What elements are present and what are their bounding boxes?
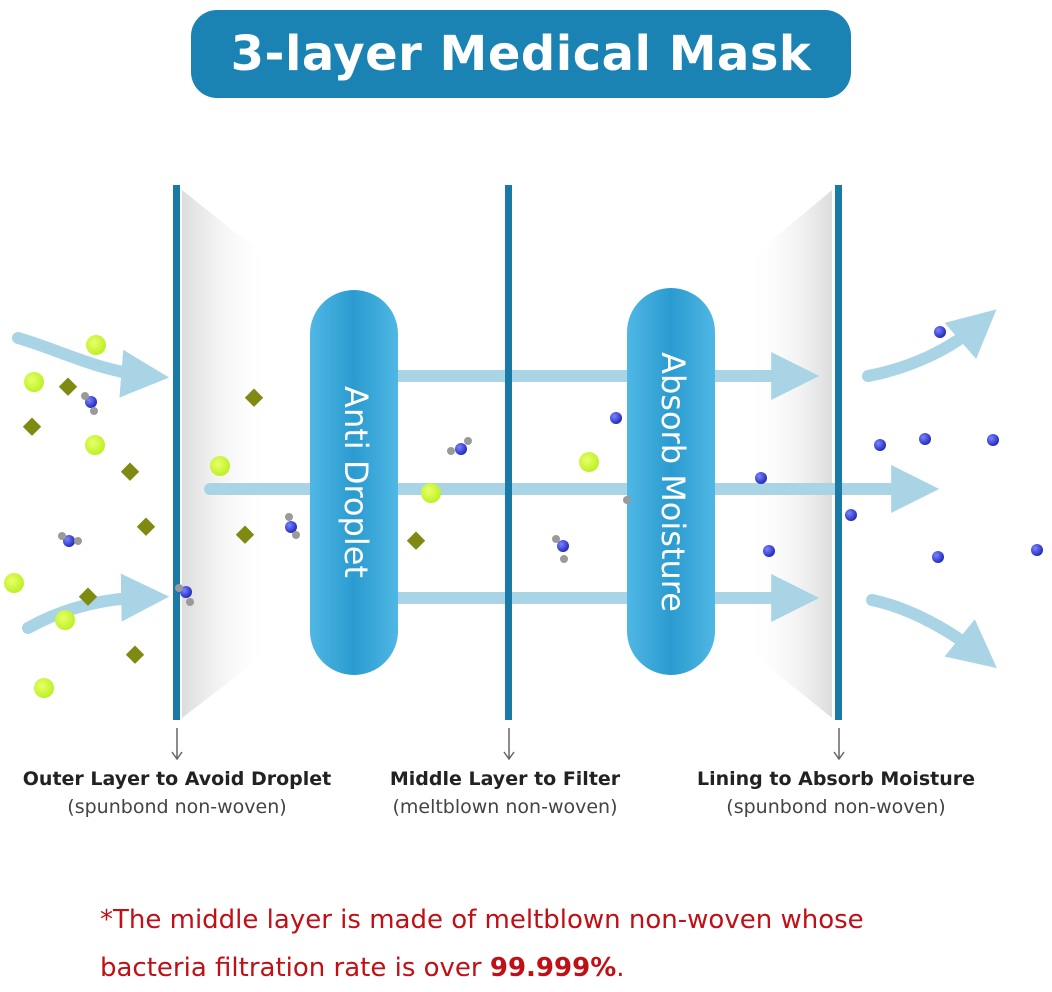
moisture-dot-icon [874,439,886,451]
layer-name: Middle Layer to Filter [389,768,621,790]
moisture-dot-icon [1031,544,1043,556]
droplet-icon [86,335,106,355]
layer-label-middle: Middle Layer to Filter (meltblown non-wo… [364,768,646,818]
outer-layer-shade [182,190,270,718]
particle-icon [120,462,140,481]
water-molecule-icon [58,532,82,547]
middle-layer-line [505,185,512,720]
particle-icon [58,377,78,396]
down-arrow-icon [503,728,515,761]
droplet-icon [34,678,54,698]
airflow-arrow-icon [862,309,997,382]
water-molecule-icon [81,392,98,415]
filtration-rate: 99.999% [489,953,617,983]
droplet-icon [55,610,75,630]
water-molecules [58,392,631,606]
airflow-arrows [12,309,997,669]
down-arrow-icon [171,728,183,761]
pill-absorb-moisture: Absorb Moisture [627,288,715,675]
water-molecule-icon [447,437,472,455]
pill-absorb-moisture-label: Absorb Moisture [654,352,692,612]
particle-icon [623,496,631,504]
inner-layer-shade [748,190,832,718]
page-title: 3-layer Medical Mask [230,26,812,82]
moisture-dot-icon [845,509,857,521]
airflow-arrow-icon [12,332,170,398]
water-molecule-icon [285,513,300,539]
particle-icon [244,388,264,407]
moisture-dot-icon [932,551,944,563]
droplet-icon [4,573,24,593]
droplet-icon [210,456,230,476]
footnote-line-2-prefix: bacteria filtration rate is over [100,953,490,983]
particle-icon [22,417,42,436]
airflow-arrow-icon [866,594,997,669]
particle-icon [136,517,156,536]
title-banner: 3-layer Medical Mask [191,10,851,98]
droplets [4,335,599,698]
footnote: *The middle layer is made of meltblown n… [100,896,1000,992]
layer-material: (spunbond non-woven) [726,796,946,818]
water-molecule-icon [552,535,569,563]
inner-layer-line [835,185,842,720]
droplet-icon [85,435,105,455]
layer-label-inner: Lining to Absorb Moisture (spunbond non-… [680,768,992,818]
moisture-dots [610,326,1043,563]
moisture-dot-icon [763,545,775,557]
pill-anti-droplet-label: Anti Droplet [337,386,375,578]
moisture-dot-icon [919,433,931,445]
moisture-dot-icon [755,472,767,484]
layer-name: Lining to Absorb Moisture [696,768,976,790]
airflow-arrow-icon [22,573,170,634]
moisture-dot-icon [934,326,946,338]
footnote-line-2: bacteria filtration rate is over 99.999%… [100,944,1000,992]
down-arrow-icon [833,728,845,761]
outer-layer-line [173,185,180,720]
moisture-dot-icon [610,412,622,424]
layer-material: (spunbond non-woven) [67,796,287,818]
droplet-icon [421,483,441,503]
down-arrows [171,728,845,761]
particle-icon [235,525,255,544]
layer-material: (meltblown non-woven) [392,796,618,818]
particle-icon [406,531,426,550]
water-molecule-icon [175,584,194,606]
droplet-icon [24,372,44,392]
particle-icon [125,645,145,664]
layer-label-outer: Outer Layer to Avoid Droplet (spunbond n… [4,768,350,818]
footnote-line-1: *The middle layer is made of meltblown n… [100,905,864,935]
footnote-line-2-suffix: . [616,953,625,983]
layer-name: Outer Layer to Avoid Droplet [22,768,332,790]
pill-anti-droplet: Anti Droplet [310,290,398,675]
droplet-icon [579,452,599,472]
moisture-dot-icon [987,434,999,446]
